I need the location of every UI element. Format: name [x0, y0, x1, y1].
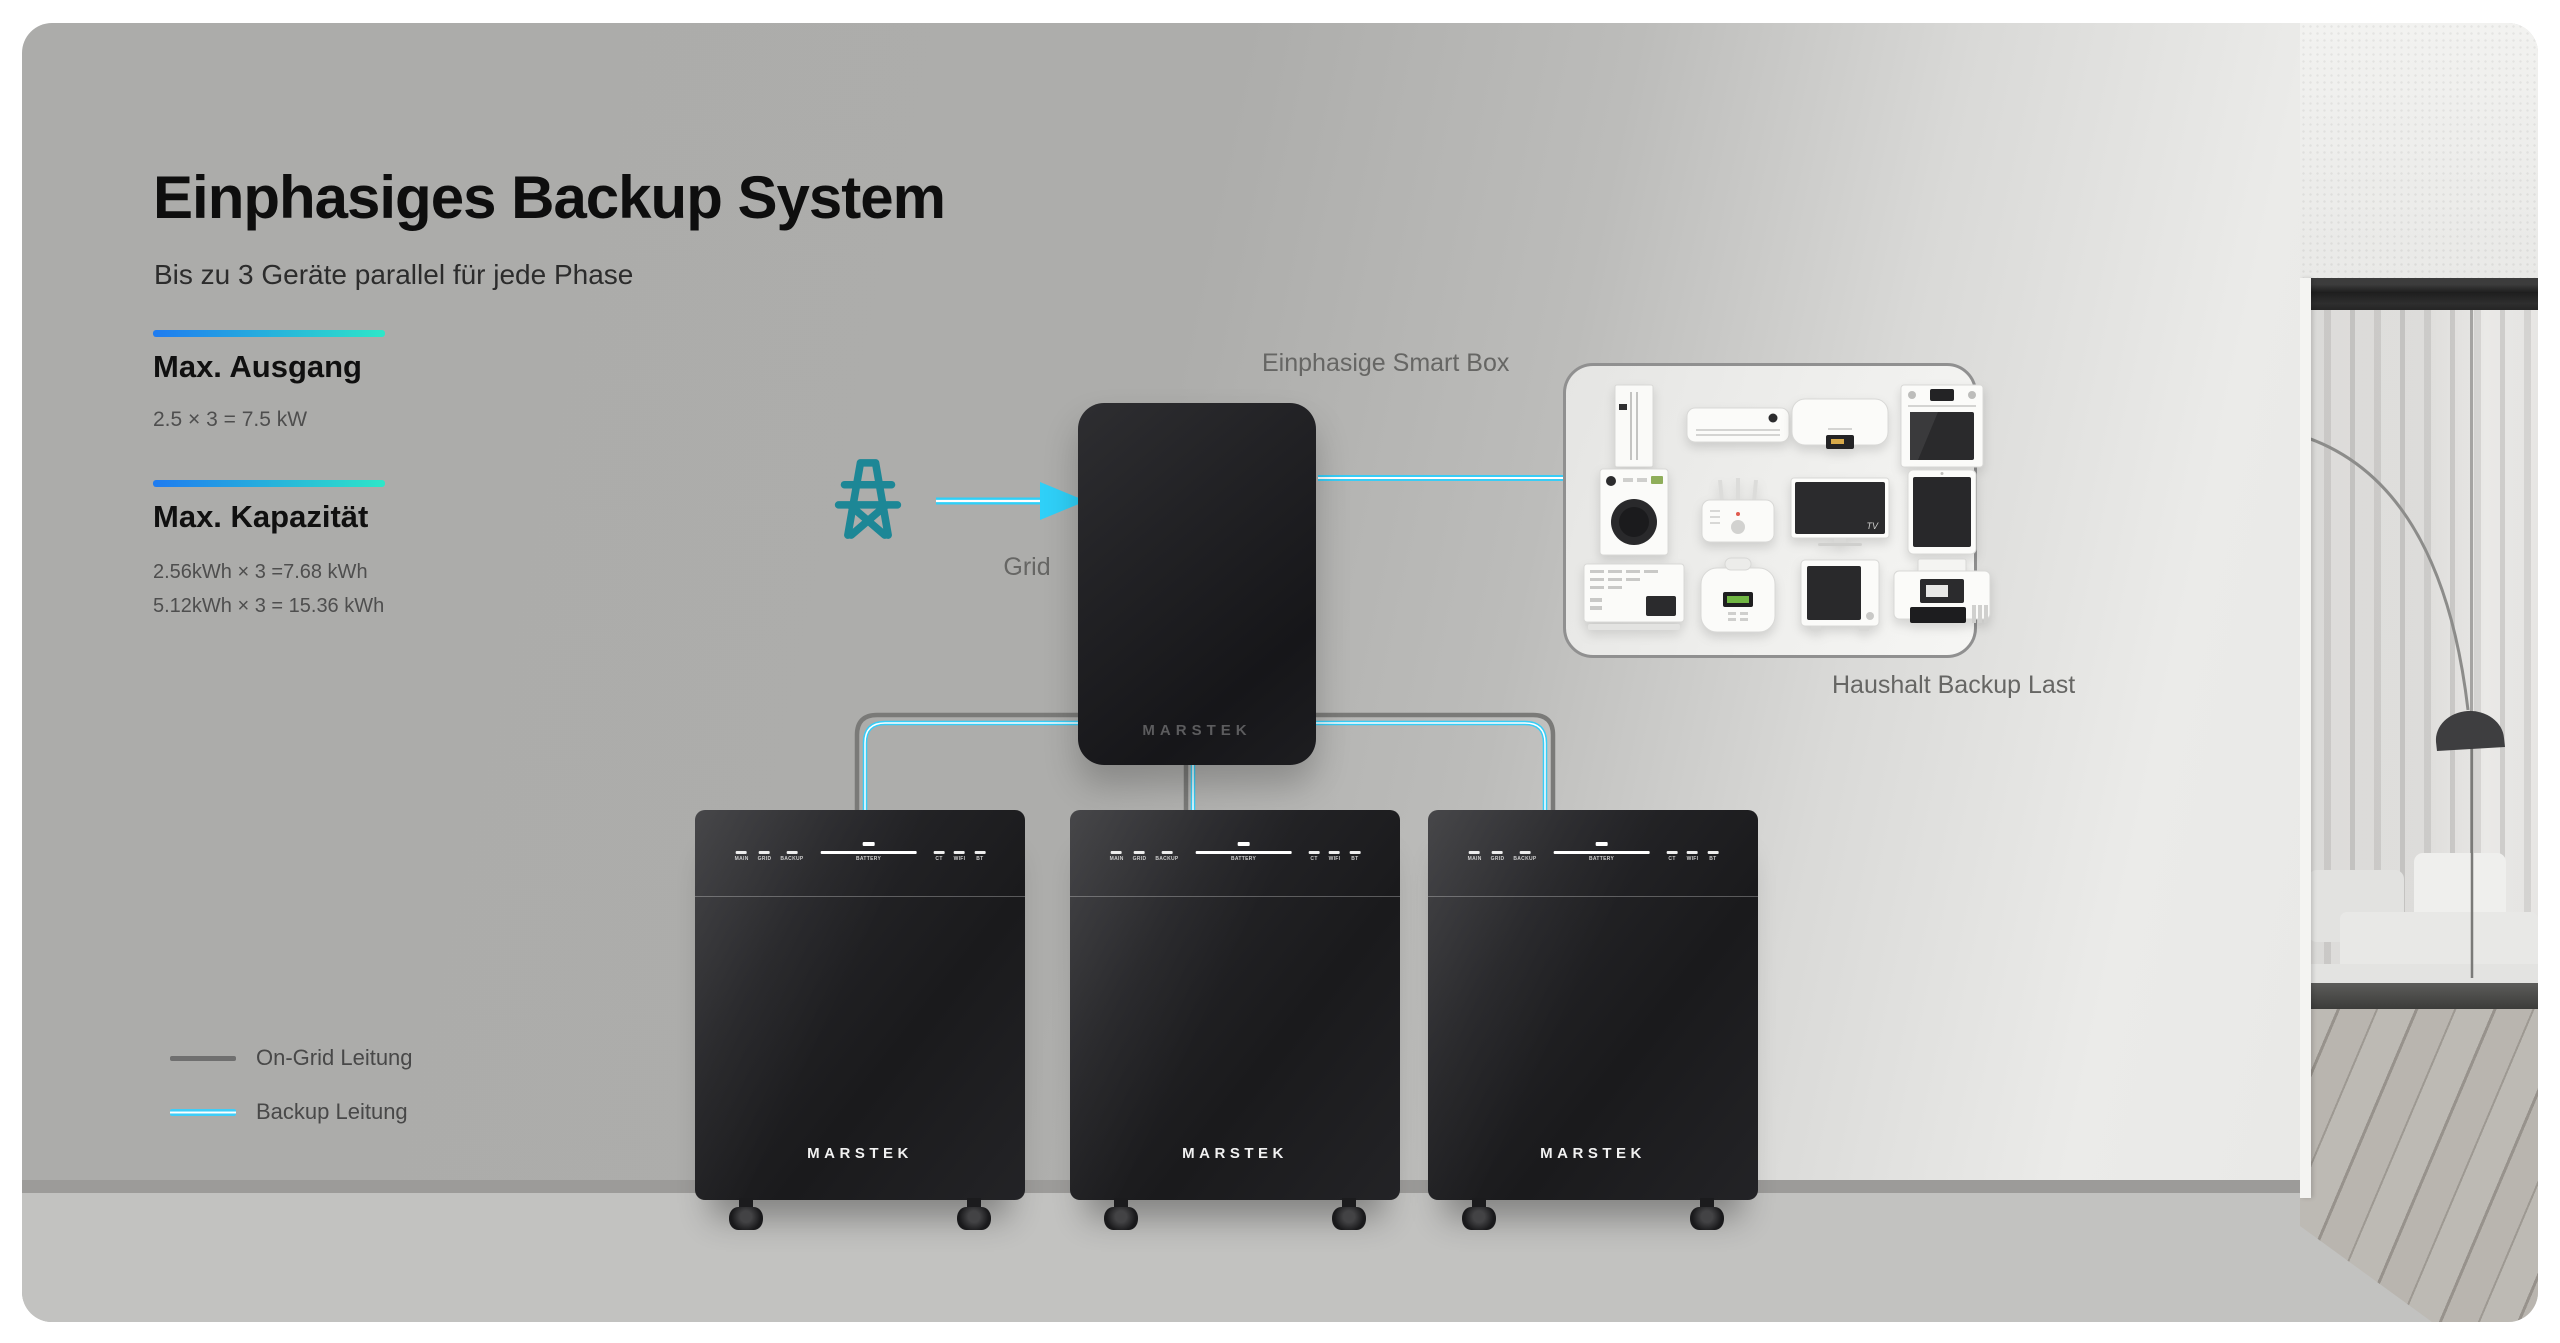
router-icon — [1686, 468, 1790, 556]
battery-gloss — [1070, 810, 1400, 1200]
smart-box-label: Einphasige Smart Box — [1262, 349, 1510, 377]
battery-indicator-panel: MAIN GRID BACKUP BATTERY CT WIFI BT — [1468, 842, 1719, 862]
battery-unit-1: MAIN GRID BACKUP BATTERY CT WIFI BT MARS… — [695, 810, 1025, 1230]
page-subtitle: Bis zu 3 Geräte parallel für jede Phase — [154, 259, 634, 290]
indicator-label: GRID — [1132, 856, 1147, 862]
caster-wheel — [1103, 1198, 1139, 1230]
door-header-beam — [2300, 278, 2538, 310]
battery-unit-2: MAIN GRID BACKUP BATTERY CT WIFI BT MARS… — [1070, 810, 1400, 1230]
indicator-label: GRID — [757, 856, 772, 862]
grid-label: Grid — [1003, 553, 1051, 581]
printer-icon — [1890, 556, 1994, 638]
indicator-label: CT — [935, 856, 943, 862]
indicator-label: WIFI — [953, 856, 966, 862]
battery-indicator-panel: MAIN GRID BACKUP BATTERY CT WIFI BT — [735, 842, 986, 862]
accent-line — [153, 330, 385, 337]
washing-machine-icon — [1582, 468, 1686, 556]
oven-icon — [1890, 384, 1994, 468]
tv-icon: TV — [1790, 468, 1890, 556]
battery-seam — [1070, 896, 1400, 897]
window-frame — [2470, 310, 2473, 983]
indicator-label: BT — [976, 856, 984, 862]
indicator-label: CT — [1668, 856, 1676, 862]
air-conditioner-icon — [1686, 384, 1790, 468]
spec-value-output: 2.5 × 3 = 7.5 kW — [153, 408, 308, 431]
indicator-label: BT — [1709, 856, 1717, 862]
stucco-wall — [2300, 23, 2538, 278]
spec-value-line: 5.12kWh × 3 = 15.36 kWh — [153, 595, 385, 617]
battery-brand: MARSTEK — [1182, 1145, 1288, 1162]
rice-cooker-icon — [1686, 556, 1790, 638]
caster-wheel — [1461, 1198, 1497, 1230]
battery-seam — [695, 896, 1025, 897]
radiator-icon — [1582, 556, 1686, 638]
backup-line-swatch — [170, 1108, 236, 1116]
spec-value-line: 2.56kWh × 3 =7.68 kWh — [153, 561, 368, 583]
spec-heading-capacity: Max. Kapazität — [153, 499, 369, 534]
indicator-label: CT — [1310, 856, 1318, 862]
battery-indicator-panel: MAIN GRID BACKUP BATTERY CT WIFI BT — [1110, 842, 1361, 862]
legend-label: On-Grid Leitung — [256, 1045, 413, 1070]
accent-line — [153, 480, 385, 487]
battery-brand: MARSTEK — [1540, 1145, 1646, 1162]
indicator-label: MAIN — [1109, 856, 1124, 862]
door-frame-strip — [2300, 278, 2311, 1198]
indicator-label: BACKUP — [1155, 856, 1179, 862]
caster-wheel — [956, 1198, 992, 1230]
tablet-icon — [1890, 468, 1994, 556]
legend-backup: Backup Leitung — [170, 1099, 408, 1125]
spec-heading-output: Max. Ausgang — [153, 349, 362, 384]
water-heater-icon — [1790, 384, 1890, 468]
power-grid-icon — [834, 459, 902, 539]
legend-label: Backup Leitung — [256, 1099, 408, 1124]
backup-system-diagram: Einphasiges Backup System Bis zu 3 Gerät… — [22, 23, 2538, 1322]
door-threshold — [2300, 983, 2538, 1009]
indicator-label: BACKUP — [780, 856, 804, 862]
indicator-label: WIFI — [1328, 856, 1341, 862]
caster-wheel — [1689, 1198, 1725, 1230]
battery-brand: MARSTEK — [807, 1145, 913, 1162]
indicator-label: BATTERY — [1230, 856, 1257, 862]
spec-value-capacity: 2.56kWh × 3 =7.68 kWh 5.12kWh × 3 = 15.3… — [153, 555, 384, 623]
arc-floor-lamp-icon — [2300, 433, 2505, 978]
floor — [22, 1193, 2538, 1322]
indicator-label: BATTERY — [1588, 856, 1615, 862]
refrigerator-icon — [1582, 384, 1686, 468]
smart-box-brand: MARSTEK — [1142, 722, 1252, 739]
interior-photo — [2300, 23, 2538, 1322]
battery-gloss — [1428, 810, 1758, 1200]
indicator-label: GRID — [1490, 856, 1505, 862]
caster-wheel — [1331, 1198, 1367, 1230]
microwave-icon — [1790, 556, 1890, 638]
indicator-label: BATTERY — [855, 856, 882, 862]
legend-ongrid: On-Grid Leitung — [170, 1045, 413, 1071]
indicator-label: BACKUP — [1513, 856, 1537, 862]
battery-unit-3: MAIN GRID BACKUP BATTERY CT WIFI BT MARS… — [1428, 810, 1758, 1230]
ongrid-line-swatch — [170, 1055, 236, 1061]
indicator-label: BT — [1351, 856, 1359, 862]
battery-gloss — [695, 810, 1025, 1200]
indicator-label: MAIN — [1467, 856, 1482, 862]
battery-seam — [1428, 896, 1758, 897]
tv-screen-text: TV — [1866, 521, 1878, 531]
page-title: Einphasiges Backup System — [153, 164, 946, 232]
indicator-label: WIFI — [1686, 856, 1699, 862]
indicator-label: MAIN — [734, 856, 749, 862]
backup-load-panel: TV — [1563, 363, 1991, 658]
caster-wheel — [728, 1198, 764, 1230]
living-room — [2300, 310, 2538, 1322]
smart-box: MARSTEK — [1078, 403, 1316, 765]
backup-load-label: Haushalt Backup Last — [1832, 671, 2076, 699]
